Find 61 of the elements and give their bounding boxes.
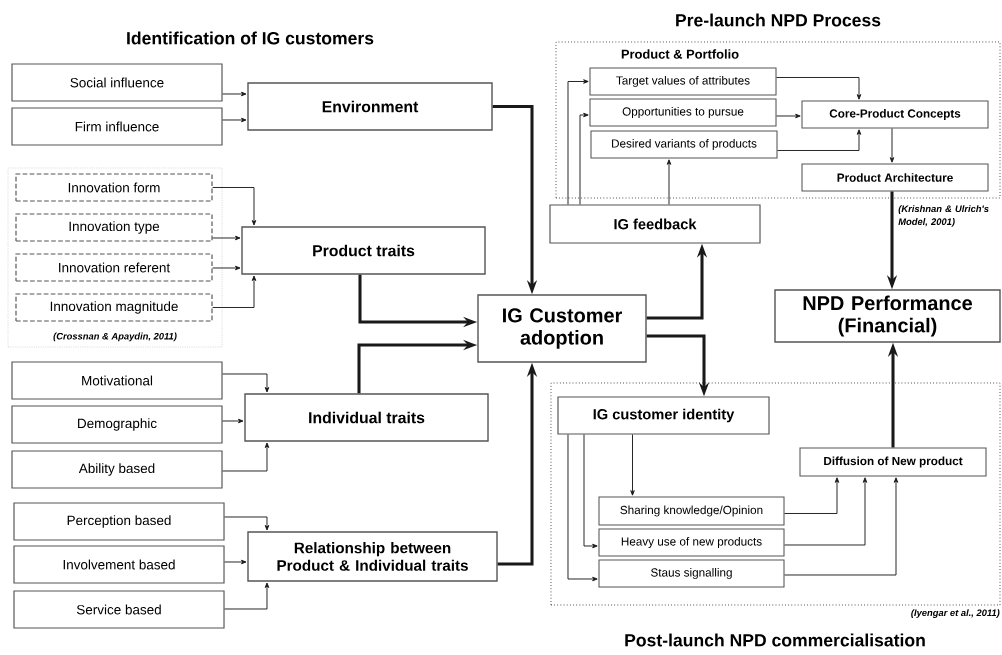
arrow: [776, 113, 801, 119]
factor-box: Perception based: [13, 502, 225, 541]
factor-box: Service based: [13, 590, 225, 629]
process-box: Heavy use of new products: [598, 528, 785, 557]
arrow: [567, 434, 598, 582]
process-box: Sharing knowledge/Opinion: [598, 496, 785, 526]
citation: (Iyengar et al., 2011): [911, 609, 1000, 618]
factor-box: Involvement based: [13, 545, 225, 584]
outcome-box: NPD Performance (Financial): [774, 289, 1001, 343]
process-box: Staus signalling: [598, 559, 785, 588]
group-heading: Product & Portfolio: [621, 49, 739, 59]
category-box: Relationship between Product & Individual traits: [247, 531, 498, 582]
arrow: [567, 79, 589, 205]
dashed-box: Innovation form: [15, 173, 213, 202]
citation: (Crossnan & Apaydin, 2011): [53, 332, 177, 342]
arrow: [224, 559, 247, 565]
citation: (Krishnan & Ulrich's Model, 2001): [898, 205, 989, 227]
process-box: Opportunities to pursue: [589, 98, 777, 127]
category-box: Product traits: [241, 226, 486, 275]
arrow: [777, 129, 862, 151]
factor-box: Ability based: [11, 450, 223, 489]
arrow: [212, 265, 241, 271]
arrow: [222, 418, 244, 424]
process-box: Core-Product Concepts: [801, 100, 989, 129]
factor-box: Motivational: [11, 361, 223, 400]
dashed-box: Innovation type: [15, 213, 213, 242]
arrow: [666, 159, 672, 205]
process-box: Product Architecture: [801, 163, 989, 192]
category-box: Environment: [247, 82, 493, 131]
arrow: [784, 477, 840, 514]
arrow: [224, 582, 270, 610]
arrow: [212, 275, 257, 308]
dashed-box: Innovation referent: [15, 253, 213, 282]
arrow: [784, 477, 899, 576]
arrow: [776, 77, 862, 100]
process-box: Desired variants of products: [590, 130, 778, 159]
arrow: [212, 235, 241, 241]
arrow: [224, 516, 270, 531]
arrow: [222, 442, 270, 472]
process-box: Target values of attributes: [589, 67, 777, 96]
process-box: IG feedback: [549, 204, 761, 244]
section-heading: Pre-launch NPD Process: [676, 13, 881, 27]
factor-box: Social influence: [11, 63, 223, 102]
arrow: [222, 117, 247, 123]
arrow: [222, 91, 247, 97]
arrow: [889, 128, 895, 163]
arrow: [583, 434, 598, 549]
process-box: Diffusion of New product: [799, 447, 987, 477]
title: Identification of IG customers: [127, 31, 374, 45]
process-box: IG customer identity: [557, 396, 770, 435]
arrow: [630, 434, 635, 496]
factor-box: Firm influence: [11, 107, 223, 146]
arrow: [212, 187, 257, 226]
arrow: [579, 112, 589, 205]
arrow: [222, 373, 270, 393]
section-heading: Post-launch NPD commercialisation: [625, 633, 925, 647]
factor-box: Demographic: [11, 405, 223, 444]
category-box: Individual traits: [244, 393, 489, 442]
outcome-box: IG Customer adoption: [477, 294, 647, 363]
dashed-box: Innovation magnitude: [15, 293, 213, 322]
arrow: [784, 477, 868, 546]
